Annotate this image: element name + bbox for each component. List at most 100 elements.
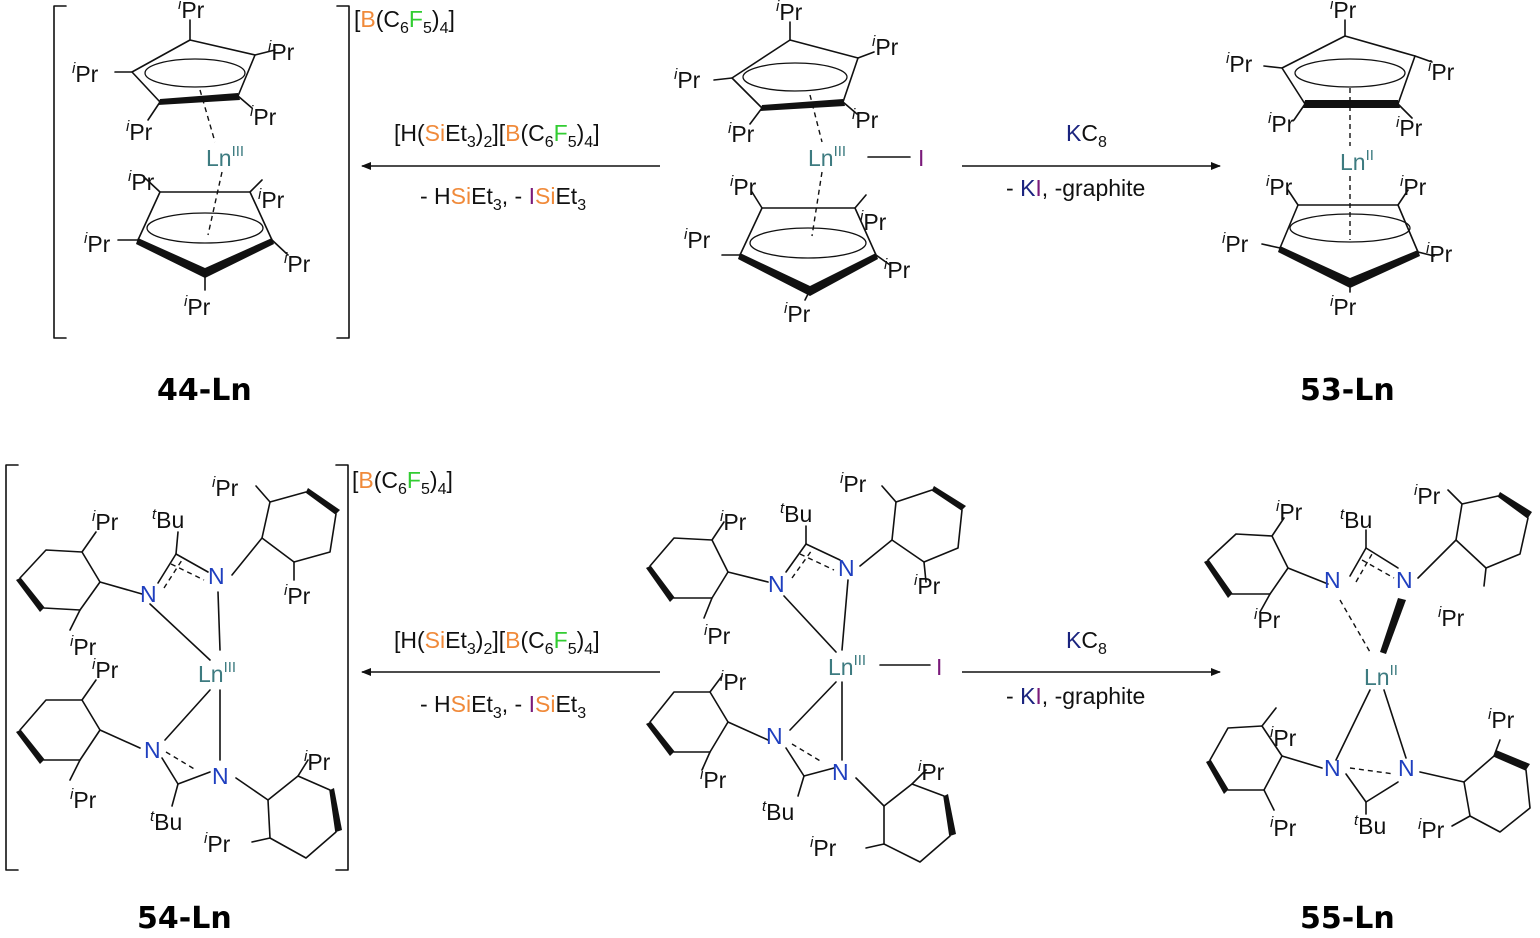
reagent-top-right-above: KC8 bbox=[1066, 120, 1107, 151]
compound-label-54: 54-Ln bbox=[137, 901, 232, 936]
counterion-label: [B(C6F5)4] bbox=[354, 6, 455, 37]
N-55-1: N bbox=[1396, 567, 1413, 593]
N-55-2: N bbox=[1324, 567, 1341, 593]
iPr-44-4: iPr bbox=[250, 103, 277, 130]
iPr-53-9: iPr bbox=[1426, 240, 1453, 267]
iPr-a-2: iPr bbox=[720, 508, 747, 535]
iPr-53-3: iPr bbox=[1428, 58, 1455, 85]
iPr-a-6: iPr bbox=[918, 758, 945, 785]
Ln-a: LnIII bbox=[828, 652, 866, 680]
iPr-44-8: iPr bbox=[84, 230, 111, 257]
tBu-54-2: tBu bbox=[150, 808, 182, 835]
iPr-54-1: iPr bbox=[212, 474, 239, 501]
iPr-44-6: iPr bbox=[128, 168, 155, 195]
Ln-44: LnIII bbox=[206, 143, 244, 171]
N-54-3: N bbox=[144, 737, 161, 763]
iPr-a-8: iPr bbox=[810, 834, 837, 861]
iPr-s-4: iPr bbox=[852, 106, 879, 133]
reagent-top-left-below: - HSiEt3, - ISiEt3 bbox=[420, 183, 586, 214]
N-54-1: N bbox=[208, 563, 225, 589]
iPr-53-6: iPr bbox=[1266, 173, 1293, 200]
I-a: I bbox=[936, 654, 942, 680]
compound-start-amidinate-structure bbox=[646, 485, 966, 863]
N-55-4: N bbox=[1398, 755, 1415, 781]
iPr-53-1: iPr bbox=[1330, 0, 1357, 23]
iPr-44-2: iPr bbox=[268, 38, 295, 65]
bracket-left bbox=[53, 5, 67, 339]
iPr-53-2: iPr bbox=[1226, 50, 1253, 77]
Ln-55: LnII bbox=[1364, 662, 1398, 690]
Ln-53: LnII bbox=[1340, 147, 1374, 175]
iPr-55-2: iPr bbox=[1276, 498, 1303, 525]
N-a-4: N bbox=[832, 759, 849, 785]
iPr-s-7: iPr bbox=[860, 208, 887, 235]
tBu-a-1: tBu bbox=[780, 500, 812, 527]
Ln-start: LnIII bbox=[808, 143, 846, 171]
iPr-44-9: iPr bbox=[284, 250, 311, 277]
iPr-55-3: iPr bbox=[1438, 604, 1465, 631]
compound-label-44: 44-Ln bbox=[157, 373, 252, 408]
iPr-53-7: iPr bbox=[1400, 173, 1427, 200]
iPr-s-8: iPr bbox=[684, 226, 711, 253]
iPr-a-5: iPr bbox=[720, 668, 747, 695]
counterion-label-54: [B(C6F5)4] bbox=[352, 467, 453, 498]
N-55-3: N bbox=[1324, 755, 1341, 781]
reagent-bottom-left-below: - HSiEt3, - ISiEt3 bbox=[420, 691, 586, 722]
compound-53-structure bbox=[1261, 19, 1435, 293]
N-a-3: N bbox=[766, 723, 783, 749]
tBu-55-2: tBu bbox=[1354, 812, 1386, 839]
iPr-55-6: iPr bbox=[1270, 724, 1297, 751]
iPr-s-3: iPr bbox=[674, 66, 701, 93]
Ln-54: LnIII bbox=[198, 659, 236, 687]
iPr-s-1: iPr bbox=[776, 0, 803, 25]
compound-start-cp-structure bbox=[713, 21, 911, 301]
bracket-left bbox=[5, 464, 19, 871]
reagent-bottom-right-below: - KI, -graphite bbox=[1006, 683, 1145, 709]
iPr-55-1: iPr bbox=[1414, 482, 1441, 509]
iPr-s-5: iPr bbox=[728, 120, 755, 147]
iPr-44-10: iPr bbox=[184, 293, 211, 320]
iPr-a-7: iPr bbox=[700, 766, 727, 793]
iPr-54-8: iPr bbox=[204, 830, 231, 857]
iPr-55-4: iPr bbox=[1254, 606, 1281, 633]
iPr-a-4: iPr bbox=[704, 622, 731, 649]
iPr-a-3: iPr bbox=[914, 572, 941, 599]
reagent-top-right-below: - KI, -graphite bbox=[1006, 175, 1145, 201]
iPr-54-2: iPr bbox=[92, 508, 119, 535]
iPr-55-7: iPr bbox=[1270, 814, 1297, 841]
iPr-53-10: iPr bbox=[1330, 293, 1357, 320]
iPr-53-4: iPr bbox=[1268, 110, 1295, 137]
tBu-a-2: tBu bbox=[762, 798, 794, 825]
N-54-4: N bbox=[212, 763, 229, 789]
compound-44-structure: [B(C6F5)4] bbox=[53, 5, 455, 339]
iPr-s-2: iPr bbox=[872, 33, 899, 60]
I-start: I bbox=[918, 145, 924, 171]
iPr-s-9: iPr bbox=[884, 256, 911, 283]
reagent-bottom-left-above: [H(SiEt3)2][B(C6F5)4] bbox=[394, 627, 600, 658]
compound-label-55: 55-Ln bbox=[1300, 901, 1395, 936]
tBu-55-1: tBu bbox=[1340, 506, 1372, 533]
N-54-2: N bbox=[140, 581, 157, 607]
compound-label-53: 53-Ln bbox=[1300, 373, 1395, 408]
bracket-right bbox=[336, 5, 350, 339]
tBu-54-1: tBu bbox=[152, 506, 184, 533]
iPr-54-4: iPr bbox=[70, 633, 97, 660]
iPr-a-1: iPr bbox=[840, 470, 867, 497]
iPr-44-1: iPr bbox=[178, 0, 205, 23]
iPr-53-5: iPr bbox=[1396, 114, 1423, 141]
compound-54-structure bbox=[5, 464, 349, 871]
iPr-44-3: iPr bbox=[72, 60, 99, 87]
iPr-44-7: iPr bbox=[258, 186, 285, 213]
iPr-54-7: iPr bbox=[70, 786, 97, 813]
iPr-s-10: iPr bbox=[784, 300, 811, 327]
iPr-53-8: iPr bbox=[1222, 230, 1249, 257]
iPr-54-6: iPr bbox=[304, 748, 331, 775]
iPr-55-8: iPr bbox=[1418, 816, 1445, 843]
reagent-bottom-right-above: KC8 bbox=[1066, 627, 1107, 658]
bracket-right bbox=[335, 464, 349, 871]
iPr-s-6: iPr bbox=[730, 173, 757, 200]
compound-55-structure bbox=[1204, 489, 1532, 833]
N-a-2: N bbox=[768, 571, 785, 597]
iPr-55-5: iPr bbox=[1488, 706, 1515, 733]
